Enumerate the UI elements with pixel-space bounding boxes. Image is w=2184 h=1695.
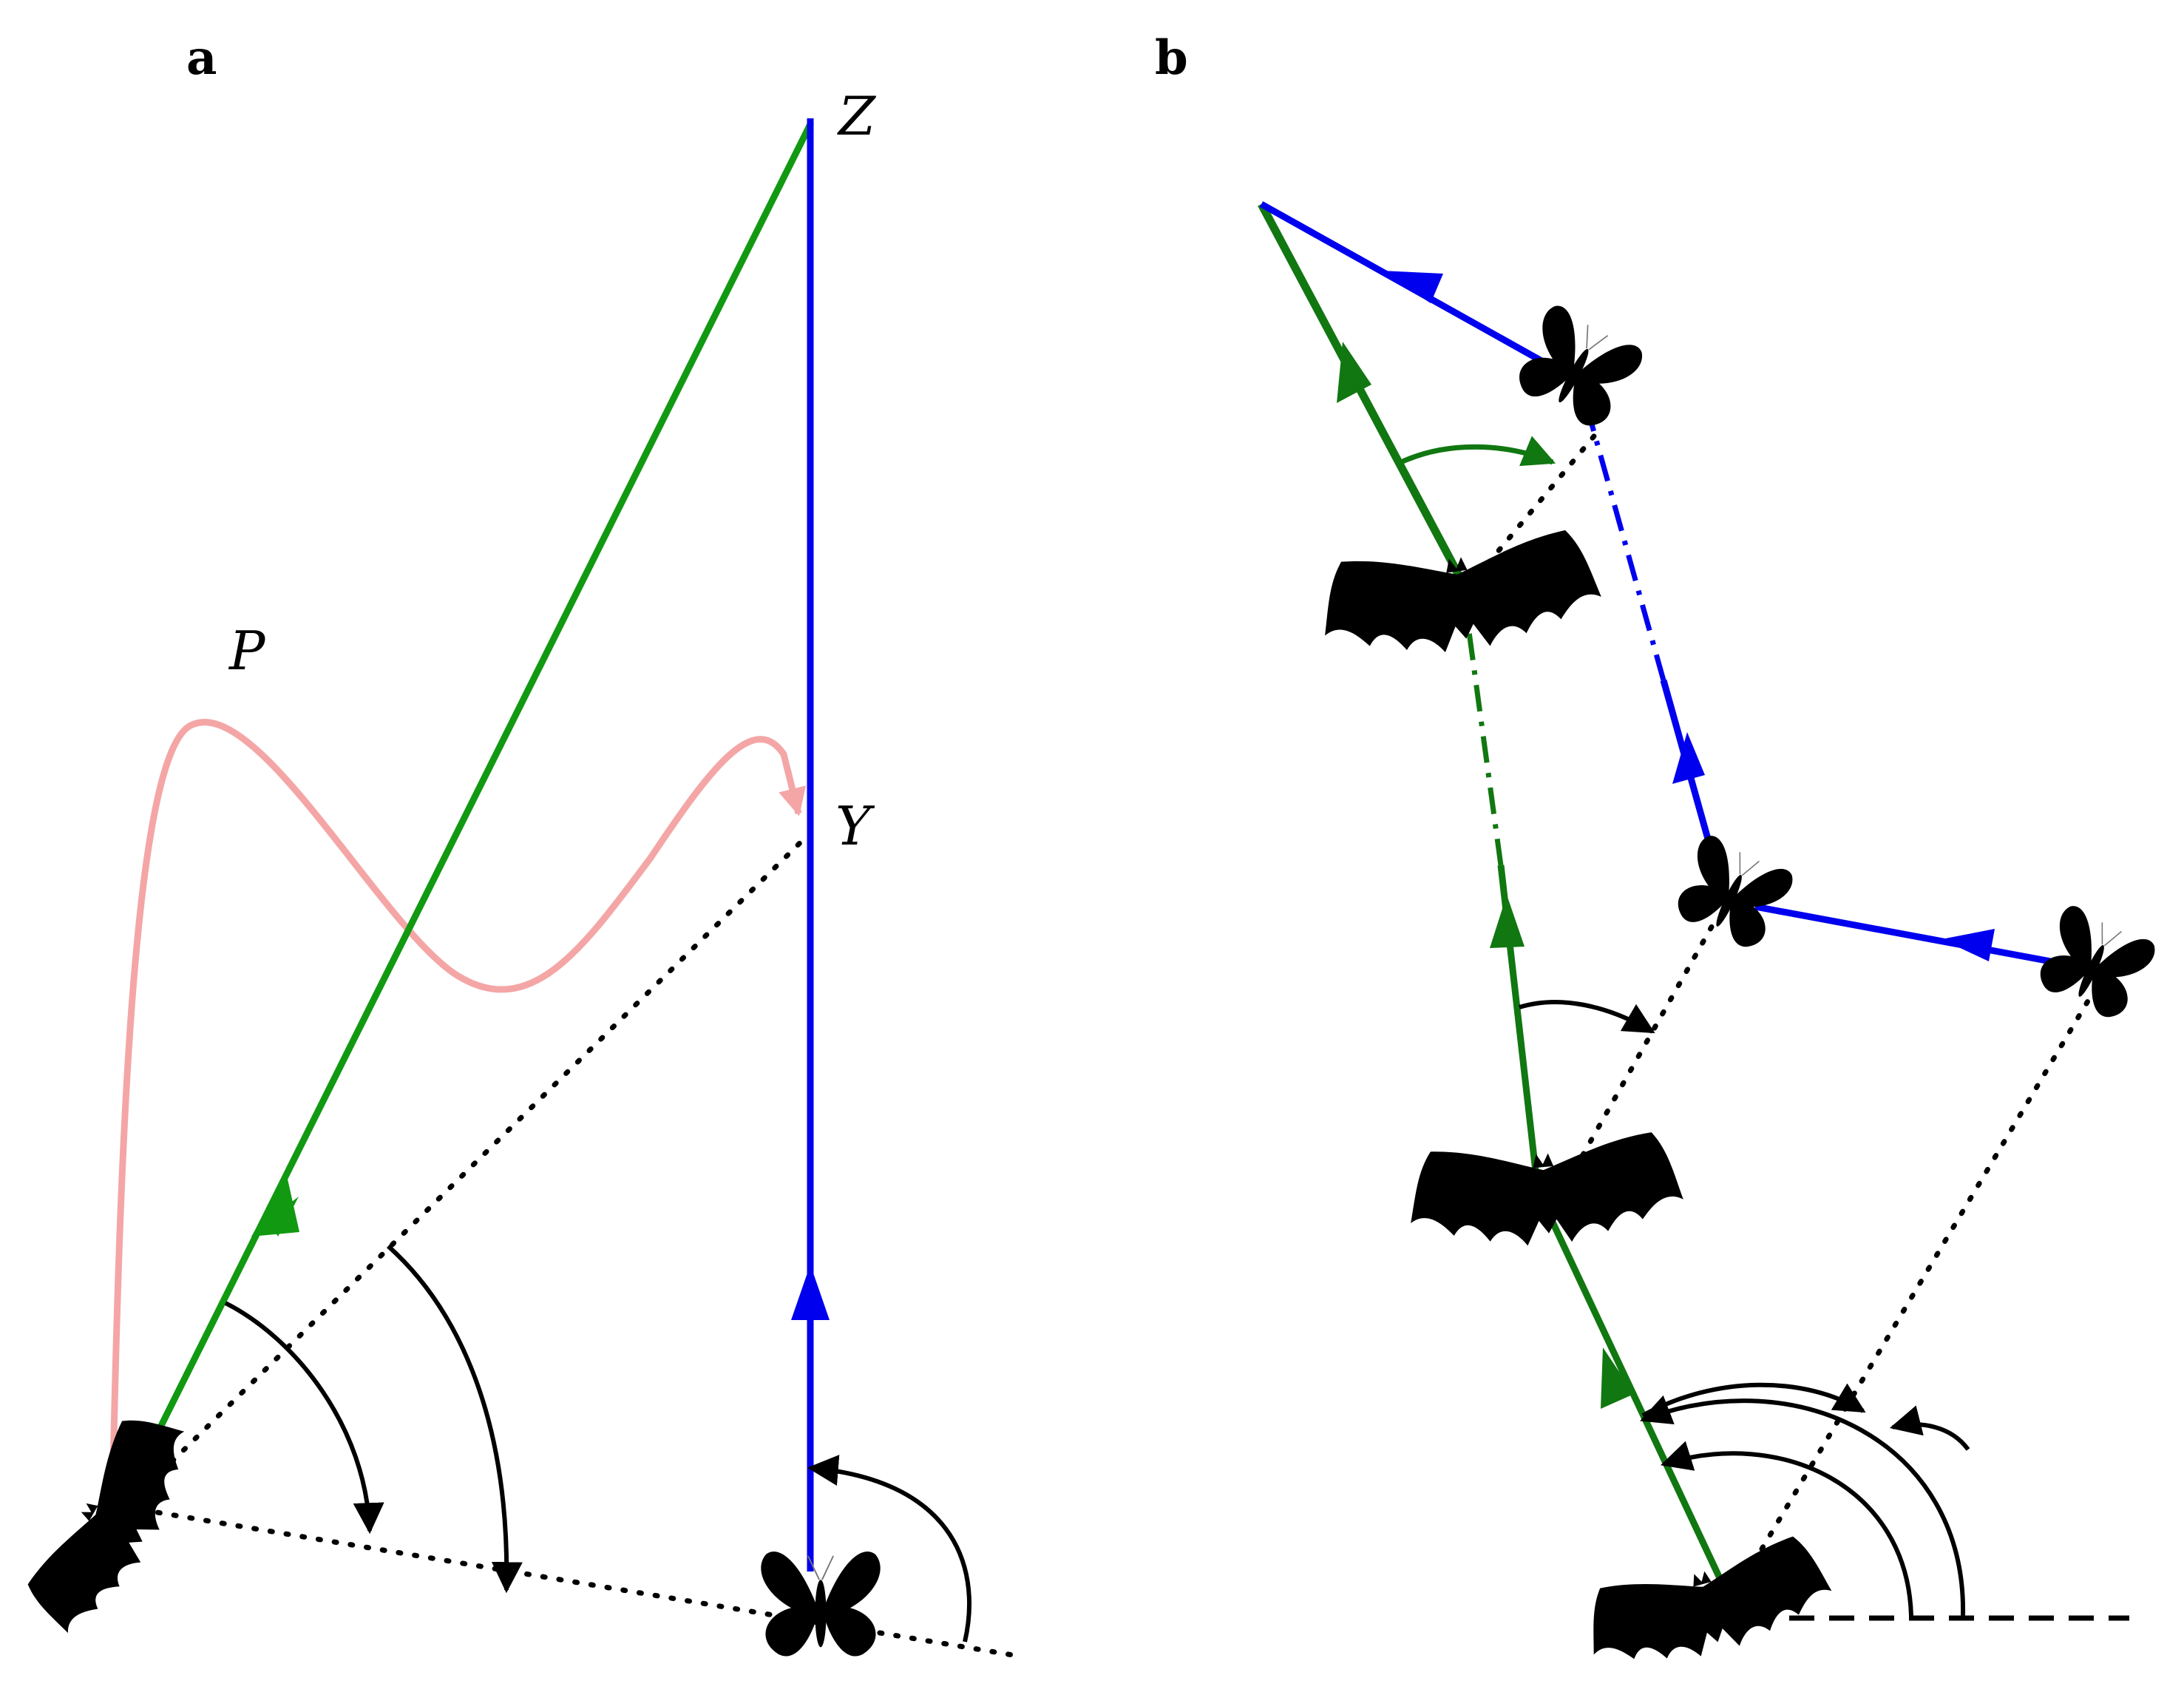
line-of-sight-1: [1726, 997, 2092, 1608]
prey-trajectory-dashdot: [1588, 421, 1666, 681]
angle-arc-bat-heading-outer: [1640, 1395, 1966, 1617]
bat-arrowhead-3: [1337, 342, 1371, 403]
prey-arrowhead-3: [1381, 271, 1443, 303]
point-label-p: P: [228, 620, 266, 682]
prey-arrowhead-1: [1941, 929, 1995, 961]
bat-interception-path: [116, 121, 815, 1511]
butterfly-icon: [760, 1551, 881, 1657]
line-of-sight-2: [1556, 920, 1717, 1201]
butterfly-icon-3: [1508, 301, 1648, 436]
bat-arrowhead-2: [1490, 895, 1525, 948]
baseline-dotted-line: [123, 1504, 1016, 1658]
bat-arrowhead-1: [1601, 1347, 1634, 1409]
bat-trajectory-seg-3: [1258, 202, 1471, 594]
angle-arc-prey-heading: [807, 1455, 971, 1642]
butterfly-icon-2: [1667, 831, 1797, 955]
bat-trajectory-dashdot: [1465, 620, 1504, 866]
point-label-y: Y: [835, 795, 875, 857]
angle-arc-line-of-sight-1b: [1889, 1405, 1970, 1451]
angle-arc-line-of-sight-3: [1400, 436, 1556, 467]
angle-arc-line-of-sight-1: [1641, 1382, 1866, 1418]
line-of-sight-dotted: [123, 833, 810, 1510]
angle-arc-interception: [224, 1301, 384, 1535]
panel-a-label: a: [186, 30, 217, 86]
prey-arrowhead-2: [1672, 732, 1705, 784]
panel-b-label: b: [1155, 30, 1188, 86]
butterfly-icon-1: [2029, 901, 2160, 1026]
bat-icon-2: [1404, 1130, 1686, 1256]
prey-direction-arrowhead: [791, 1265, 830, 1320]
interception-arrowhead: [251, 1176, 299, 1236]
angle-arc-line-of-sight-2: [1519, 999, 1655, 1034]
bat-trajectory-seg-1: [1534, 1189, 1735, 1605]
prey-trajectory-seg-1: [1754, 903, 2092, 972]
panel-a: a Z Y P: [16, 30, 1016, 1658]
pursuit-curve-p: [109, 719, 807, 1502]
angle-arc-line-of-sight: [386, 1244, 523, 1594]
bat-icon-3: [1315, 527, 1607, 669]
point-label-z: Z: [837, 85, 877, 147]
angle-arc-bat-heading: [1660, 1441, 1913, 1617]
panel-b: b: [1155, 30, 2160, 1683]
